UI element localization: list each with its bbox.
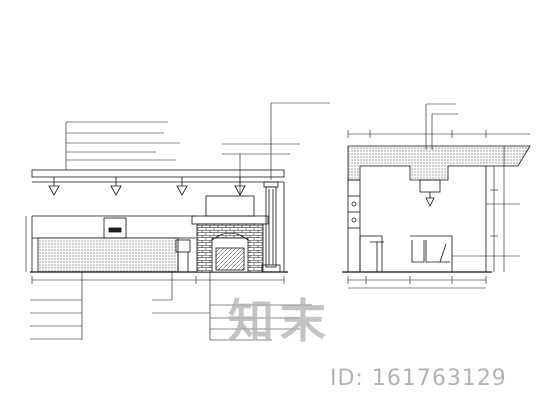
fireplace-opening [215, 247, 245, 271]
back-shelf [347, 179, 361, 273]
ceiling-bulkhead [31, 169, 285, 178]
section-dimensions-right [490, 146, 505, 272]
elevation-leaders-top [65, 102, 330, 196]
back-counter [359, 235, 383, 273]
wall-plaque [205, 195, 255, 217]
cash-register [103, 217, 127, 239]
pendant-lights [48, 177, 246, 196]
bar-counter [37, 237, 179, 273]
elevation-leaders-bottom [30, 272, 312, 341]
section-dimensions-top [347, 130, 530, 138]
section-light-box [419, 179, 441, 193]
bar-elevation [25, 102, 330, 341]
front-bar-counter [410, 235, 453, 272]
elevation-dimensions [25, 216, 285, 284]
bar-section [342, 103, 531, 289]
watermark-id: ID: 161763129 [330, 366, 507, 391]
fireplace-mantel [191, 215, 269, 225]
section-dimensions-bottom [347, 276, 487, 289]
ceiling-section [347, 145, 531, 181]
watermark-brand: 知末 [228, 294, 332, 348]
decorative-column [261, 181, 281, 273]
section-leaders [425, 103, 520, 257]
bar-stool [175, 239, 191, 253]
